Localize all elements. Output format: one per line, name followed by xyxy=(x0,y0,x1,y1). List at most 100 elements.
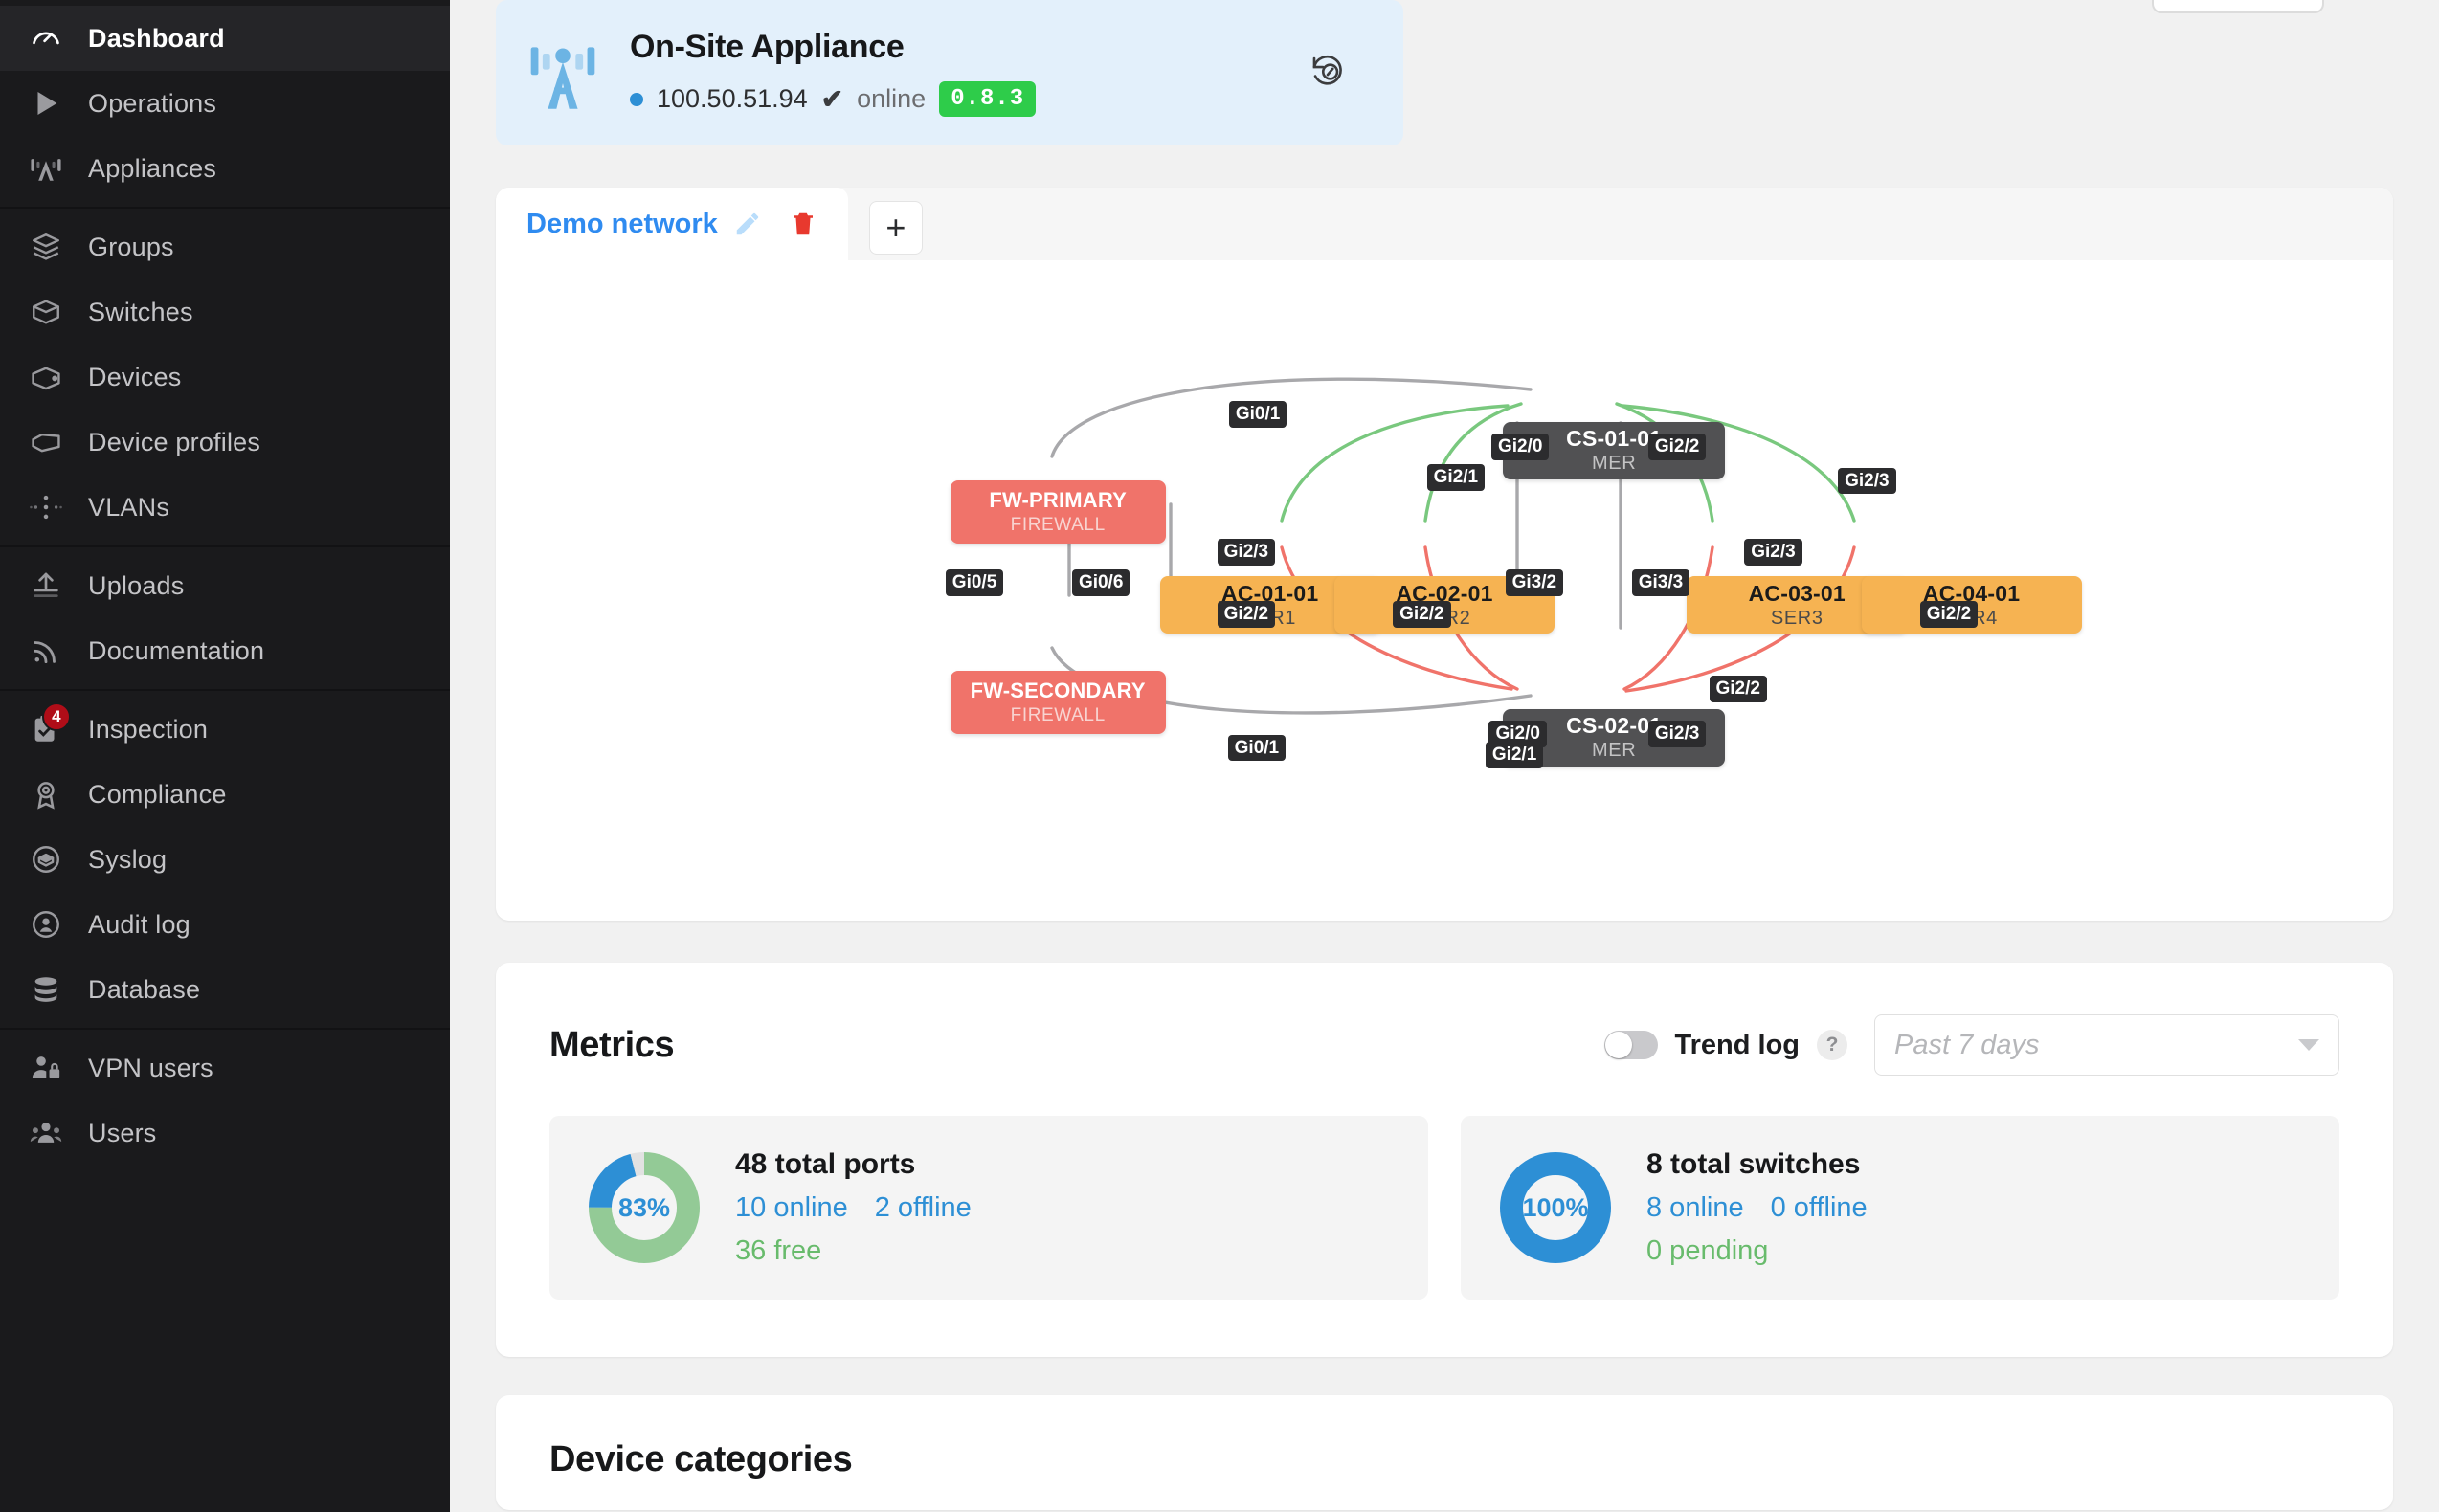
topology-link-11 xyxy=(1423,545,1519,691)
add-network-tab-button[interactable]: + xyxy=(868,201,923,255)
pencil-icon[interactable] xyxy=(733,210,762,238)
metrics-controls: Trend log ? Past 7 days xyxy=(1603,1014,2339,1076)
port-label: Gi0/1 xyxy=(1227,734,1287,762)
main-content: On-Site Appliance 100.50.51.94 ✔ online … xyxy=(450,0,2439,1512)
topology-link-7 xyxy=(1621,404,1856,523)
metric-offline-count: 0 offline xyxy=(1770,1192,1868,1223)
network-nodes-icon xyxy=(29,490,63,524)
status-dot-icon xyxy=(630,92,643,106)
sidebar-item-operations[interactable]: Operations xyxy=(0,71,450,136)
port-label: Gi2/2 xyxy=(1919,601,1979,628)
appliance-section: On-Site Appliance 100.50.51.94 ✔ online … xyxy=(496,0,2393,188)
sidebar-item-switches[interactable]: Switches xyxy=(0,279,450,345)
metrics-header: Metrics Trend log ? Past 7 days xyxy=(549,1014,2339,1076)
tab-label: Demo network xyxy=(526,208,718,239)
donut-percent-label: 100% xyxy=(1522,1192,1589,1222)
right-gutter xyxy=(2420,0,2439,1512)
port-label: Gi2/0 xyxy=(1488,720,1547,747)
sidebar-item-database[interactable]: Database xyxy=(0,957,450,1022)
sidebar-item-dashboard[interactable]: Dashboard xyxy=(0,6,450,71)
sidebar-item-label: Dashboard xyxy=(88,23,225,53)
metric-online-count: 10 online xyxy=(735,1192,848,1223)
port-label: Gi2/3 xyxy=(1647,720,1707,747)
port-label: Gi2/0 xyxy=(1490,434,1550,460)
box-icon xyxy=(29,295,63,329)
node-name: CS-01-01 xyxy=(1566,426,1663,452)
sidebar-item-label: Devices xyxy=(88,362,182,391)
sidebar-item-label: Documentation xyxy=(88,635,265,665)
tab-demo-network[interactable]: Demo network xyxy=(496,188,848,260)
metric-offline-count: 2 offline xyxy=(874,1192,972,1223)
port-label: Gi2/1 xyxy=(1485,741,1544,768)
sidebar-item-users[interactable]: Users xyxy=(0,1101,450,1166)
node-subtitle: FIREWALL xyxy=(1010,705,1106,726)
trash-icon[interactable] xyxy=(789,210,817,238)
sidebar-item-vlans[interactable]: VLANs xyxy=(0,475,450,540)
donut-segment-online xyxy=(1500,1152,1611,1263)
metric-status-line: 10 online 2 offline xyxy=(735,1192,972,1224)
sidebar-item-devices[interactable]: Devices xyxy=(0,345,450,410)
node-name: CS-02-01 xyxy=(1566,713,1663,739)
metrics-section: Metrics Trend log ? Past 7 days 83%48 to… xyxy=(496,963,2393,1357)
topology-link-5 xyxy=(1423,402,1523,523)
trend-log-label: Trend log xyxy=(1674,1029,1801,1060)
antenna-icon xyxy=(29,151,63,186)
trend-log-toggle[interactable] xyxy=(1603,1031,1658,1059)
appliance-card[interactable]: On-Site Appliance 100.50.51.94 ✔ online … xyxy=(496,0,1403,145)
nav-divider xyxy=(0,689,450,691)
sidebar-item-syslog[interactable]: Syslog xyxy=(0,827,450,892)
syslog-refresh-icon xyxy=(29,842,63,877)
nav-divider xyxy=(0,545,450,547)
port-label: Gi2/2 xyxy=(1647,434,1707,460)
sidebar-item-label: Users xyxy=(88,1118,157,1147)
sidebar-item-label: Audit log xyxy=(88,909,190,939)
sidebar-item-label: Groups xyxy=(88,232,174,261)
sidebar-item-documentation[interactable]: Documentation xyxy=(0,618,450,683)
metric-secondary-count: 36 free xyxy=(735,1235,822,1266)
header-action-button-partial[interactable] xyxy=(2152,0,2324,13)
sidebar-item-device-profiles[interactable]: Device profiles xyxy=(0,410,450,475)
port-label: Gi2/3 xyxy=(1744,539,1802,566)
sidebar-item-groups[interactable]: Groups xyxy=(0,214,450,279)
sidebar-item-compliance[interactable]: Compliance xyxy=(0,762,450,827)
metric-status-line: 8 online 0 offline xyxy=(1646,1192,1868,1224)
gauge-icon xyxy=(29,21,63,56)
sidebar-item-vpn-users[interactable]: VPN users xyxy=(0,1035,450,1101)
metric-secondary-count: 0 pending xyxy=(1646,1235,1769,1266)
user-history-icon xyxy=(29,907,63,942)
appliance-meta: 100.50.51.94 ✔ online 0.8.3 xyxy=(630,81,1037,117)
topology-link-12 xyxy=(1622,545,1714,691)
sidebar-item-uploads[interactable]: Uploads xyxy=(0,553,450,618)
sidebar-item-label: Appliances xyxy=(88,153,217,183)
award-icon xyxy=(29,777,63,812)
rss-icon xyxy=(29,634,63,668)
chevron-down-icon xyxy=(2298,1039,2319,1051)
metric-online-count: 8 online xyxy=(1646,1192,1744,1223)
date-range-select[interactable]: Past 7 days xyxy=(1874,1014,2339,1076)
help-icon[interactable]: ? xyxy=(1817,1030,1847,1060)
port-label: Gi2/2 xyxy=(1393,601,1451,628)
sidebar-item-label: VPN users xyxy=(88,1053,213,1082)
antenna-icon xyxy=(528,34,611,111)
donut-chart-switches: 100% xyxy=(1499,1151,1612,1264)
sidebar-item-audit-log[interactable]: Audit log xyxy=(0,892,450,957)
sidebar-item-label: Uploads xyxy=(88,570,185,600)
refresh-icon[interactable] xyxy=(1308,52,1350,94)
node-subtitle: MER xyxy=(1592,453,1637,475)
sidebar-item-appliances[interactable]: Appliances xyxy=(0,136,450,201)
port-label: Gi0/5 xyxy=(945,568,1004,596)
device-categories-section: Device categories xyxy=(496,1395,2393,1510)
nav-divider xyxy=(0,1028,450,1030)
